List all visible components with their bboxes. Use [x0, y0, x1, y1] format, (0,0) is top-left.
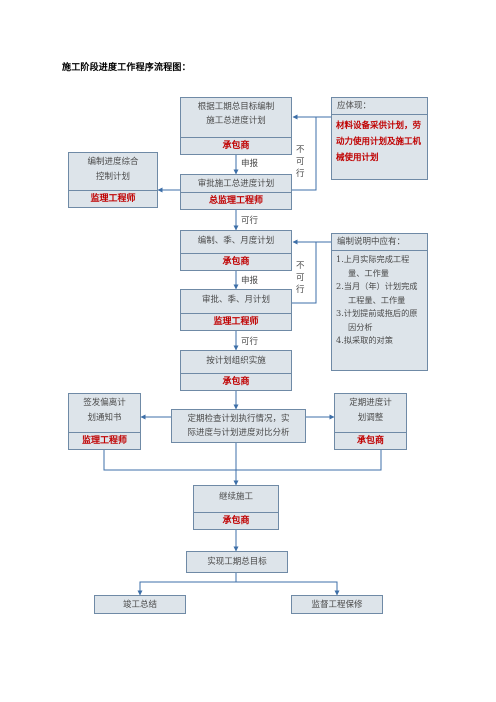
box-text: 审批、季、月计划 [201, 295, 270, 305]
box-periodic-check: 定期检查计划执行情况，实 际进度与计划进度对比分析 [171, 409, 306, 443]
list-item: 2.当月（年）计划完成工程量、工作量 [336, 281, 418, 305]
note-should-reflect: 应体现： 材料设备采供计划，劳动力使用计划及施工机械使用计划 [331, 97, 428, 180]
box-approve-periodic-plan: 审批、季、月计划 监理工程师 [180, 289, 292, 331]
box-completion-summary: 竣工总结 [94, 595, 186, 614]
note-title: 应体现： [332, 98, 427, 115]
box-text: 定期进度计 [349, 398, 392, 408]
box-text: 编制、季、月度计划 [197, 236, 275, 246]
box-compile-periodic-plan: 编制、季、月度计划 承包商 [180, 230, 292, 271]
box-text: 划通知书 [87, 413, 122, 423]
note-list: 1.上月实际完成工程量、工作量 2.当月（年）计划完成工程量、工作量 3.计划提… [332, 251, 427, 350]
note-title: 编制说明中应有： [332, 234, 427, 251]
box-text: 施工总进度计划 [206, 116, 266, 126]
label-feasible: 可行 [241, 337, 259, 347]
box-deviation-notice: 签发偏离计 划通知书 监理工程师 [68, 393, 141, 450]
box-text: 按计划组织实施 [206, 356, 266, 366]
list-item: 1.上月实际完成工程量、工作量 [336, 254, 410, 278]
box-approve-master-schedule: 审批施工总进度计划 总监理工程师 [180, 174, 292, 210]
box-text: 实现工期总目标 [207, 557, 267, 567]
box-text: 审批施工总进度计划 [197, 179, 275, 189]
list-item: 4.拟采取的对策 [336, 335, 393, 345]
box-text: 监督工程保修 [311, 599, 363, 610]
box-schedule-adjustment: 定期进度计 划调整 承包商 [334, 393, 407, 450]
page-title: 施工阶段进度工作程序流程图： [62, 63, 191, 73]
role-label: 总监理工程师 [181, 192, 291, 209]
box-text: 签发偏离计 [83, 398, 126, 408]
list-item: 3.计划提前或拖后的原因分析 [336, 308, 418, 332]
box-achieve-goal: 实现工期总目标 [186, 551, 288, 573]
box-continue-construction: 继续施工 承包商 [193, 485, 279, 530]
box-text: 控制计划 [95, 172, 130, 182]
box-text: 定期检查计划执行情况，实 [187, 414, 290, 424]
role-label: 承包商 [194, 512, 278, 529]
role-label: 承包商 [181, 373, 291, 390]
role-label: 承包商 [181, 137, 291, 154]
label-not-feasible: 不可行 [296, 145, 305, 179]
box-text: 编制进度综合 [87, 157, 139, 167]
box-text: 根据工期总目标编制 [197, 102, 275, 112]
box-text: 划调整 [357, 413, 384, 423]
box-text: 竣工总结 [122, 599, 157, 610]
box-text: 继续施工 [218, 492, 253, 502]
label-not-feasible: 不可行 [296, 261, 305, 295]
role-label: 承包商 [181, 253, 291, 270]
box-text: 际进度与计划进度对比分析 [187, 428, 290, 438]
note-compilation-description: 编制说明中应有： 1.上月实际完成工程量、工作量 2.当月（年）计划完成工程量、… [331, 233, 428, 371]
box-comprehensive-control-plan: 编制进度综合 控制计划 监理工程师 [68, 152, 158, 208]
role-label: 监理工程师 [181, 313, 291, 330]
label-report: 申报 [241, 276, 259, 286]
role-label: 监理工程师 [69, 432, 140, 449]
label-report: 申报 [241, 159, 259, 169]
box-compile-master-schedule: 根据工期总目标编制 施工总进度计划 承包商 [180, 97, 292, 155]
role-label: 监理工程师 [69, 190, 157, 207]
label-feasible: 可行 [241, 216, 259, 226]
role-label: 承包商 [335, 432, 406, 449]
box-supervise-warranty: 监督工程保修 [291, 595, 383, 614]
box-implement-plan: 按计划组织实施 承包商 [180, 350, 292, 391]
note-body: 材料设备采供计划，劳动力使用计划及施工机械使用计划 [336, 121, 422, 163]
